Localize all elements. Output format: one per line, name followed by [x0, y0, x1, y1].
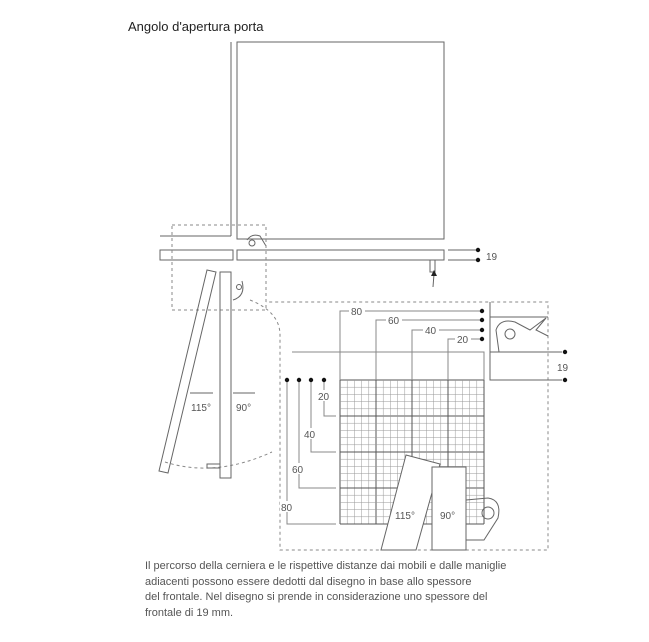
door-90	[219, 271, 232, 479]
detail-callout-box	[171, 224, 267, 311]
top-distance-label: 20	[457, 335, 469, 346]
foot	[429, 259, 436, 273]
swing-arc	[164, 451, 273, 469]
hinge-small	[246, 234, 267, 247]
top-distance-label: 60	[388, 316, 400, 327]
detail-enlarged-frame	[249, 299, 549, 551]
angle-label-90: 90°	[236, 403, 251, 414]
caption-line: del frontale. Nel disegno si prende in c…	[145, 591, 488, 603]
appliance-front-panel	[236, 249, 445, 261]
caption: Il percorso della cerniera e le rispetti…	[145, 559, 545, 621]
left-distance-label: 20	[318, 392, 330, 403]
door-115	[158, 269, 217, 474]
angle-label-90-detail: 90°	[440, 511, 455, 522]
angle-label-115-detail: 115°	[395, 511, 415, 522]
appliance-body	[236, 41, 445, 240]
caption-line: Il percorso della cerniera e le rispetti…	[145, 560, 507, 572]
caption-line: adiacenti possono essere dedotti dal dis…	[145, 575, 472, 588]
adjacent-front-panel	[159, 249, 234, 261]
left-distance-label: 80	[281, 503, 293, 514]
door-90-detail	[431, 466, 467, 551]
page-title: Angolo d'apertura porta	[128, 19, 264, 34]
hinge-detail	[495, 317, 549, 353]
top-distance-label: 80	[351, 307, 363, 318]
door-115-detail	[380, 454, 441, 551]
hinge-thickness-label: 19	[557, 363, 569, 374]
angle-label-115: 115°	[191, 403, 211, 414]
top-distance-label: 40	[425, 326, 437, 337]
front-thickness-label: 19	[486, 252, 498, 263]
caption-line: frontale di 19 mm.	[145, 606, 234, 619]
arrow-up-icon	[431, 270, 437, 276]
left-distance-label: 60	[292, 465, 304, 476]
left-distance-label: 40	[304, 430, 316, 441]
